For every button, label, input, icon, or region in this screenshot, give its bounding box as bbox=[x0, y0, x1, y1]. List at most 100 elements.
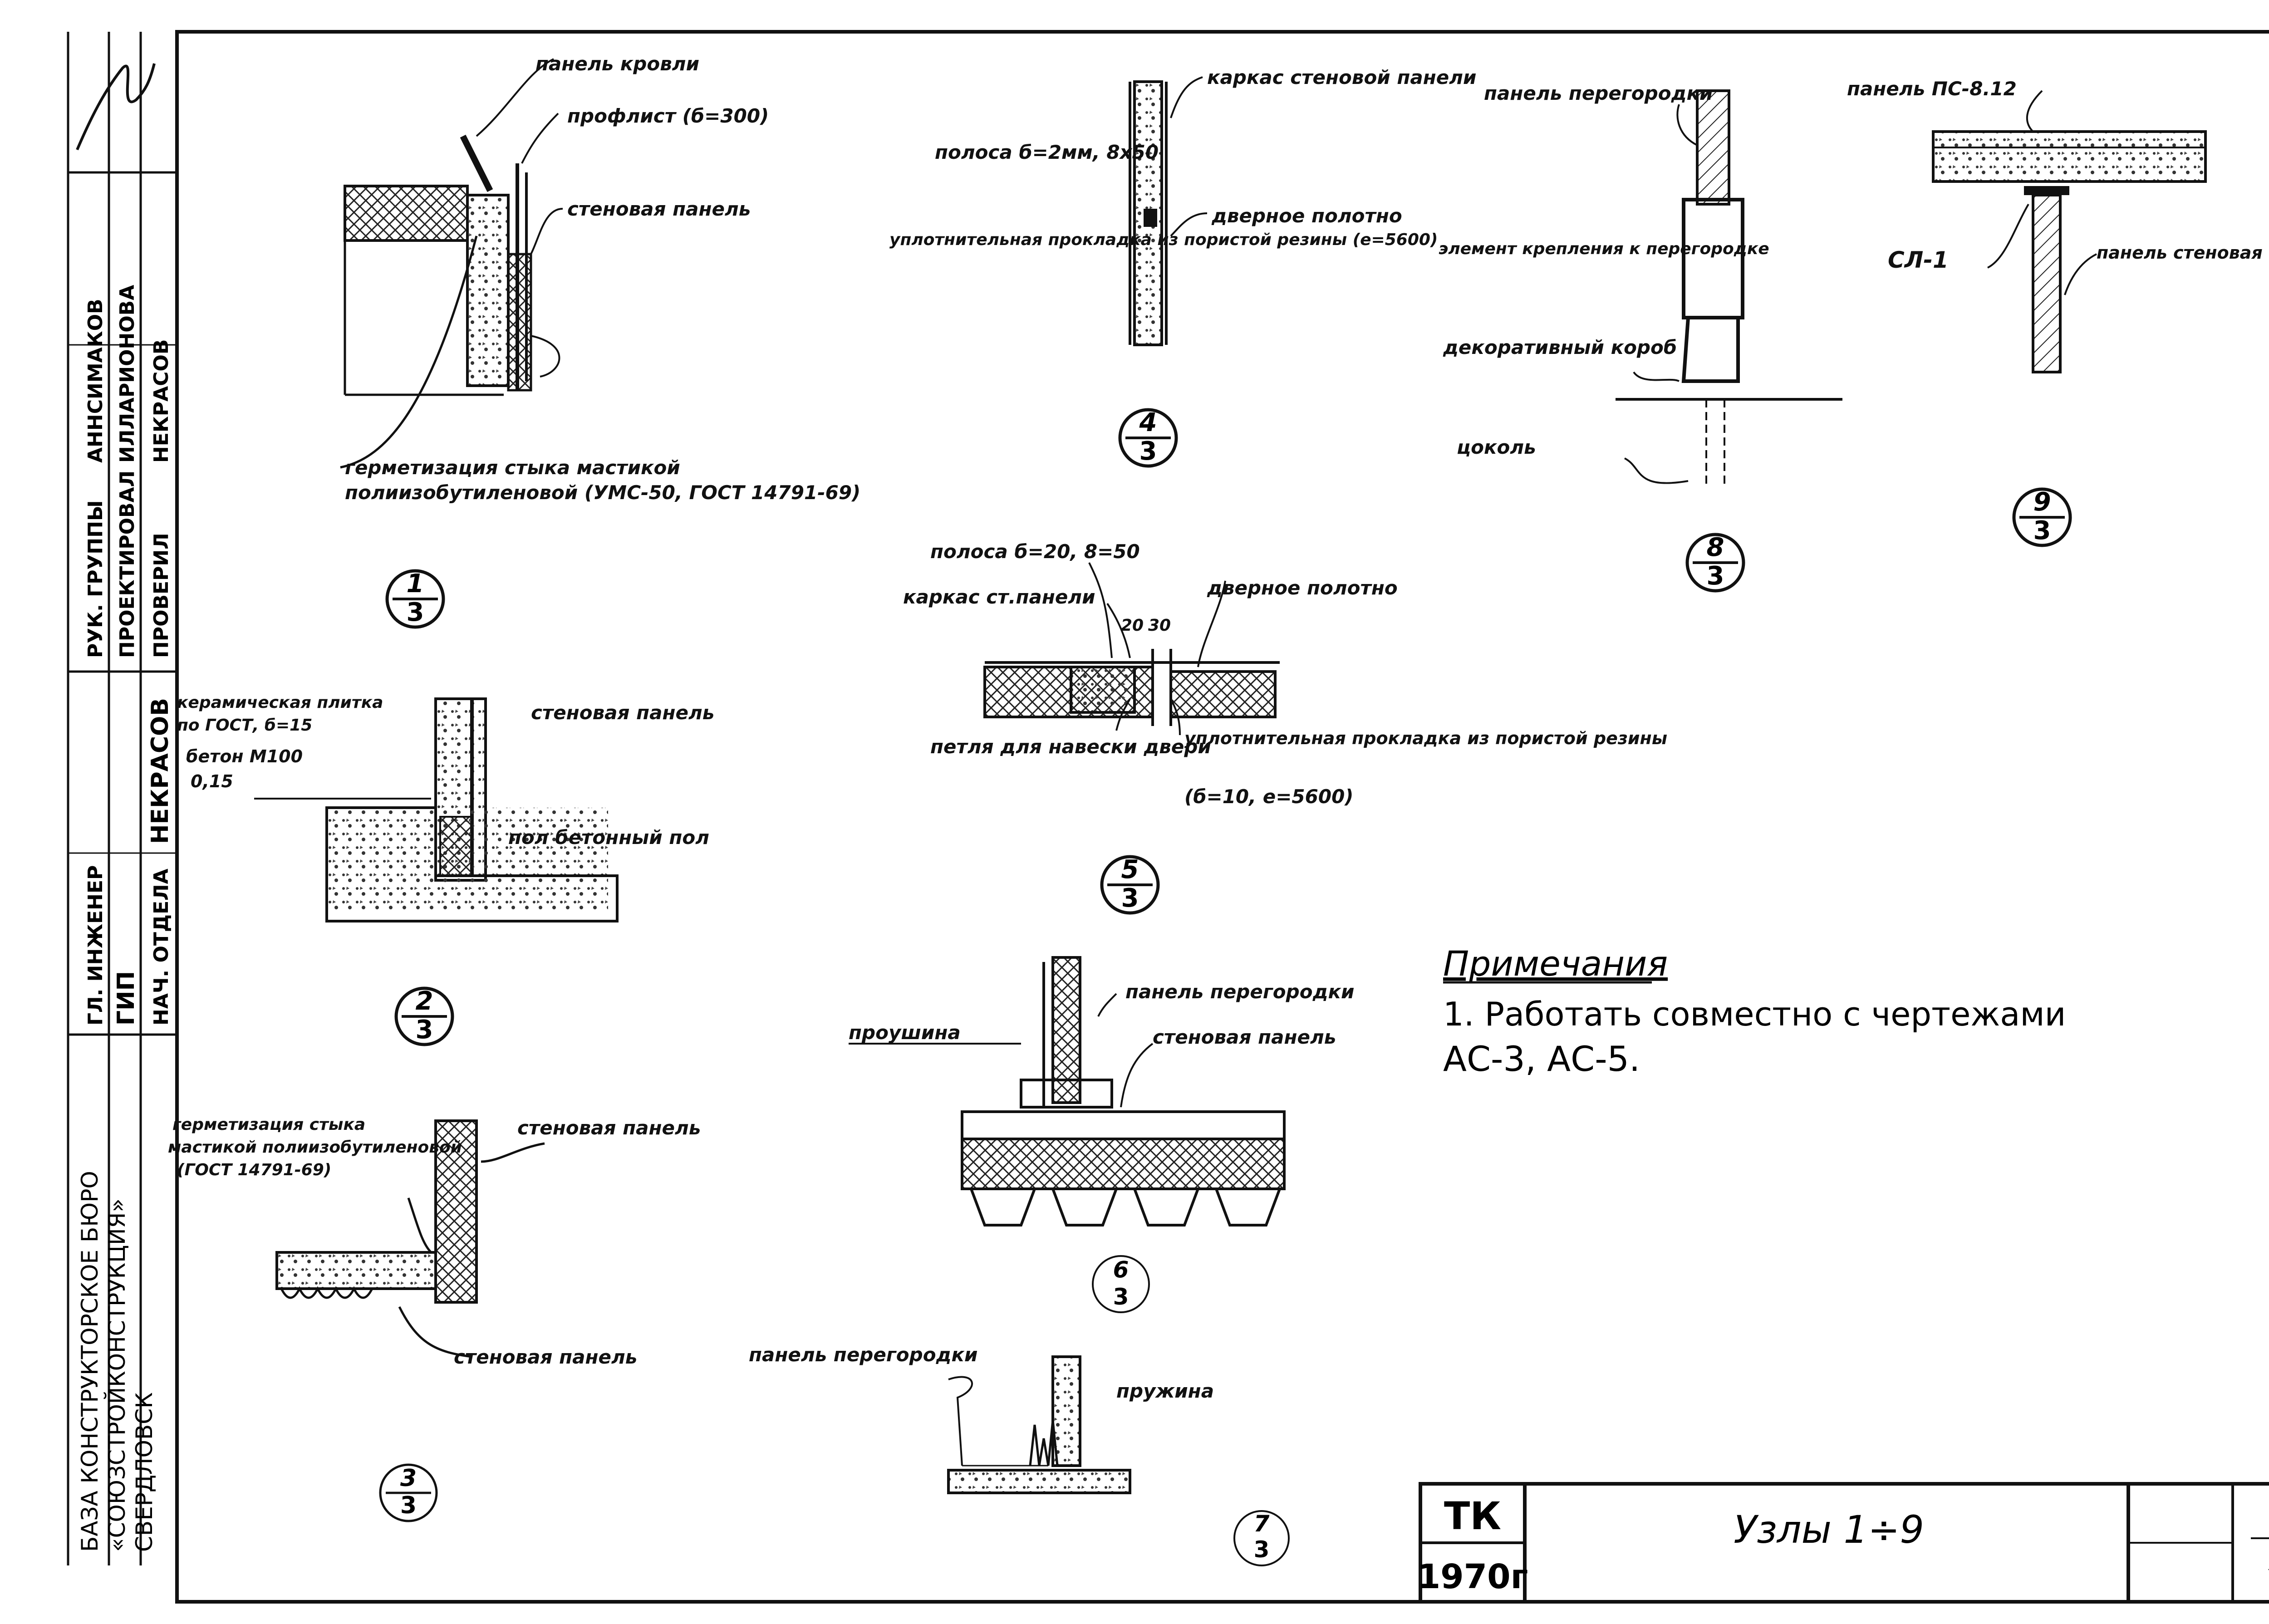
node-9-marker bbox=[2012, 487, 2072, 547]
title-block: ТК 1970г Узлы 1÷9 II АС bbox=[1417, 1482, 2269, 1604]
n4-label-3: дверное полотно bbox=[1211, 205, 1402, 227]
signature bbox=[76, 63, 156, 151]
n9-label-1: СЛ-1 bbox=[1888, 247, 1949, 273]
n3-label-1: мастикой полиизобутиленовой bbox=[168, 1138, 462, 1157]
title-year: 1970г bbox=[1417, 1557, 1528, 1596]
node-6-sheet: 3 bbox=[1113, 1284, 1129, 1310]
role-gip: ГИП bbox=[113, 971, 140, 1025]
n8-label-1: элемент крепления к перегородке bbox=[1439, 240, 1769, 258]
n8-label-3: цоколь bbox=[1457, 436, 1536, 458]
role-chief-engineer: ГЛ. ИНЖЕНЕР bbox=[84, 865, 107, 1025]
title-text: Узлы 1÷9 bbox=[1734, 1507, 1924, 1552]
node-7-marker bbox=[1233, 1510, 1290, 1566]
org-line2: «СОЮЗСТРОЙКОНСТРУКЦИЯ» bbox=[103, 1198, 130, 1552]
node-1-number: 1 bbox=[407, 569, 424, 599]
name-checker: НЕКРАСОВ bbox=[150, 339, 173, 463]
node-7-number: 7 bbox=[1254, 1511, 1270, 1537]
node-2-sheet: 3 bbox=[416, 1015, 433, 1045]
n2-label-4: стеновая панель bbox=[531, 702, 714, 724]
node-4-number: 4 bbox=[1139, 408, 1157, 437]
node-5-sheet: 3 bbox=[1121, 883, 1139, 913]
n3-label-2: (ГОСТ 14791-69) bbox=[177, 1161, 331, 1179]
node-3-number: 3 bbox=[400, 1465, 417, 1492]
name-head-dept: НЕКРАСОВ bbox=[147, 698, 174, 844]
n5-label-0: полоса б=20, 8=50 bbox=[930, 540, 1140, 563]
n9-label-0: панель ПС-8.12 bbox=[1847, 78, 2017, 100]
node-8-number: 8 bbox=[1707, 533, 1724, 562]
node-2-marker bbox=[394, 986, 454, 1046]
n2-label-3: 0,15 bbox=[191, 771, 233, 791]
n3-label-0: герметизация стыка bbox=[172, 1115, 365, 1134]
node-8-marker bbox=[1685, 533, 1745, 593]
n6-label-2: стеновая панель bbox=[1153, 1026, 1336, 1048]
node-7-sheet: 3 bbox=[1254, 1536, 1270, 1563]
node-4-marker bbox=[1118, 408, 1178, 468]
notes-block: Примечания 1. Работать совместно с черте… bbox=[1443, 943, 2066, 1079]
n8-label-0: панель перегородки bbox=[1484, 82, 1713, 104]
notes-line-1: 1. Работать совместно с чертежами bbox=[1443, 995, 2066, 1033]
notes-line-2: АС-3, АС-5. bbox=[1443, 1039, 1640, 1079]
node-4-detail: каркас стеновой панели полоса б=2мм, 8x5… bbox=[889, 66, 1476, 468]
node-5-number: 5 bbox=[1121, 855, 1139, 884]
node-3-detail: герметизация стыка мастикой полиизобутил… bbox=[168, 1115, 701, 1522]
node-1-sheet: 3 bbox=[407, 598, 424, 627]
n1-label-3: герметизация стыка мастикой bbox=[345, 456, 680, 479]
n9-label-2: панель стеновая bbox=[2097, 243, 2263, 263]
sheet-frame bbox=[175, 30, 2269, 1604]
n1-label-0: панель кровли bbox=[535, 53, 699, 75]
node-5-marker bbox=[1100, 855, 1160, 915]
n5-label-5: (б=10, е=5600) bbox=[1184, 785, 1354, 808]
node-1-detail: панель кровли профлист (б=300) стеновая … bbox=[340, 53, 860, 629]
name-designer: ИЛЛАРИОНОВА bbox=[116, 285, 139, 463]
node-6-detail: панель перегородки проушина стеновая пан… bbox=[849, 956, 1354, 1313]
node-9-number: 9 bbox=[2033, 487, 2051, 517]
node-9-sheet: 3 bbox=[2033, 516, 2051, 545]
title-code: ТК bbox=[1444, 1494, 1501, 1538]
n6-label-1: проушина bbox=[849, 1021, 961, 1044]
n8-label-2: декоративный короб bbox=[1443, 336, 1677, 358]
n1-label-2: стеновая панель bbox=[567, 198, 751, 220]
org-line3: СВЕРДЛОВСК bbox=[131, 1392, 157, 1552]
n5-label-6: 20 bbox=[1121, 616, 1144, 635]
name-lead: АННСИМАКОВ bbox=[84, 299, 107, 463]
node-3-marker bbox=[379, 1463, 438, 1522]
role-head-dept: НАЧ. ОТДЕЛА bbox=[150, 868, 173, 1025]
node-2-number: 2 bbox=[416, 986, 433, 1016]
node-6-number: 6 bbox=[1113, 1256, 1129, 1283]
node-2-detail: керамическая плитка по ГОСТ, б=15 бетон … bbox=[177, 693, 714, 1046]
node-8-sheet: 3 bbox=[1707, 561, 1724, 591]
n1-label-1: профлист (б=300) bbox=[567, 105, 769, 127]
role-checker: ПРОВЕРИЛ bbox=[150, 533, 173, 658]
n5-label-2: дверное полотно bbox=[1207, 577, 1398, 599]
node-7-detail: панель перегородки пружина 7 3 bbox=[749, 1344, 1290, 1566]
n2-label-1: по ГОСТ, б=15 bbox=[177, 716, 312, 735]
node-3-sheet: 3 bbox=[400, 1492, 417, 1519]
n3-label-4: стеновая панель bbox=[454, 1346, 637, 1368]
node-5-detail: полоса б=20, 8=50 каркас ст.панели дверн… bbox=[903, 540, 1667, 915]
n7-label-1: пружина bbox=[1116, 1380, 1214, 1402]
node-4-sheet: 3 bbox=[1139, 437, 1157, 466]
n4-label-0: каркас стеновой панели bbox=[1207, 66, 1476, 88]
n2-label-0: керамическая плитка bbox=[177, 693, 383, 712]
n2-label-5: пол бетонный пол bbox=[508, 826, 709, 849]
role-designer: ПРОЕКТИРОВАЛ bbox=[116, 471, 139, 658]
n5-label-3: петля для навески двери bbox=[930, 736, 1211, 758]
n4-label-2: уплотнительная прокладка из пористой рез… bbox=[889, 231, 1438, 249]
n5-label-1: каркас ст.панели bbox=[903, 586, 1095, 608]
role-lead: РУК. ГРУППЫ bbox=[84, 500, 107, 658]
n4-label-1: полоса б=2мм, 8x50 bbox=[935, 141, 1159, 163]
n5-label-7: 30 bbox=[1148, 616, 1171, 635]
n2-label-2: бетон М100 bbox=[186, 746, 303, 766]
node-1-marker bbox=[385, 569, 445, 629]
node-6-marker bbox=[1092, 1255, 1150, 1313]
side-stamp: РУК. ГРУППЫ ПРОЕКТИРОВАЛ ПРОВЕРИЛ АННСИМ… bbox=[67, 32, 177, 1565]
n6-label-0: панель перегородки bbox=[1125, 981, 1354, 1003]
org-line1: БАЗА КОНСТРУКТОРСКОЕ БЮРО bbox=[77, 1171, 103, 1552]
node-9-detail: панель ПС-8.12 СЛ-1 панель стеновая 9 3 bbox=[1847, 78, 2263, 547]
n5-label-4: уплотнительная прокладка из пористой рез… bbox=[1184, 728, 1667, 748]
node-8-detail: панель перегородки элемент крепления к п… bbox=[1439, 82, 1842, 593]
n1-label-4: полиизобутиленовой (УМС-50, ГОСТ 14791-6… bbox=[345, 481, 860, 504]
notes-heading: Примечания bbox=[1443, 943, 1668, 984]
n3-label-3: стеновая панель bbox=[517, 1117, 701, 1139]
